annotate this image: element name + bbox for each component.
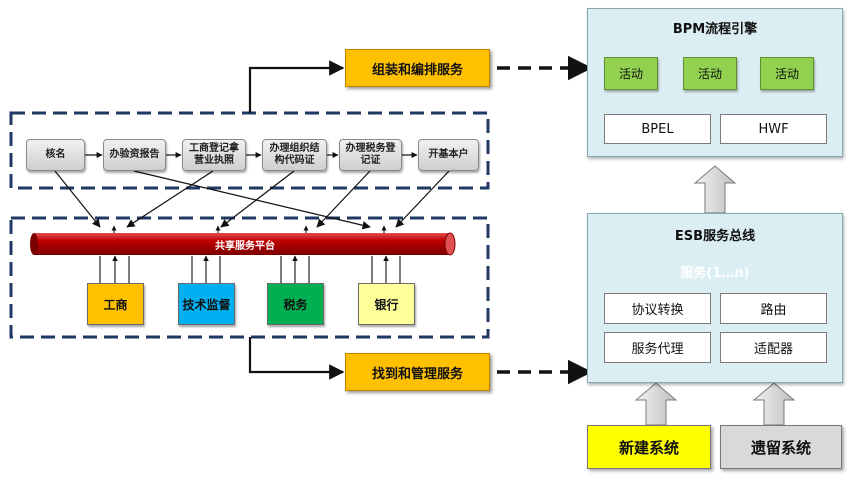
step-to-platform-links (54, 170, 450, 230)
bpm-activity-1: 活动 (604, 57, 658, 90)
shared-services-pipe (30, 232, 456, 256)
bpm-engine-title: BPM流程引擎 (672, 21, 758, 37)
find-connector (248, 337, 345, 380)
esb-service-proxy: 服务代理 (604, 332, 711, 363)
step-tax-registration: 办理税务登记证 (339, 139, 402, 171)
step-name-check: 核名 (26, 139, 85, 171)
pipe-top-ticks (111, 225, 387, 233)
legacy-system-box: 遗留系统 (720, 425, 842, 469)
esb-bus-title: ESB服务总线 (674, 228, 756, 244)
esb-protocol-conversion: 协议转换 (604, 293, 711, 324)
compose-connector (248, 60, 345, 113)
find-service-box: 找到和管理服务 (345, 353, 490, 391)
agency-bank: 银行 (358, 283, 415, 325)
esb-to-bpm-arrow (693, 165, 737, 214)
shared-platform-container (9, 216, 490, 339)
step-capital-report: 办验资报告 (103, 139, 166, 171)
new-system-box: 新建系统 (587, 425, 711, 469)
bpm-standard-hwf: HWF (720, 114, 827, 144)
esb-services-label: 服务(1…n) (680, 265, 750, 281)
bpm-standard-bpel: BPEL (604, 114, 711, 144)
bpm-activity-2: 活动 (683, 57, 737, 90)
pipe-agency-links (99, 255, 401, 283)
esb-routing: 路由 (720, 293, 827, 324)
agency-tax: 税务 (267, 283, 324, 325)
agency-industry-commerce: 工商 (87, 283, 144, 325)
step-org-code: 办理组织结构代码证 (262, 139, 327, 171)
legacy-system-up-arrow (752, 382, 796, 426)
esb-adapter: 适配器 (720, 332, 827, 363)
agency-tech-supervision: 技术监督 (178, 283, 235, 325)
new-system-up-arrow (634, 382, 678, 426)
bpm-activity-3: 活动 (760, 57, 814, 90)
step-bank-account: 开基本户 (418, 139, 479, 171)
shared-platform-label: 共享服务平台 (215, 240, 275, 252)
compose-service-box: 组装和编排服务 (345, 49, 490, 87)
step-business-license: 工商登记拿营业执照 (182, 139, 246, 171)
